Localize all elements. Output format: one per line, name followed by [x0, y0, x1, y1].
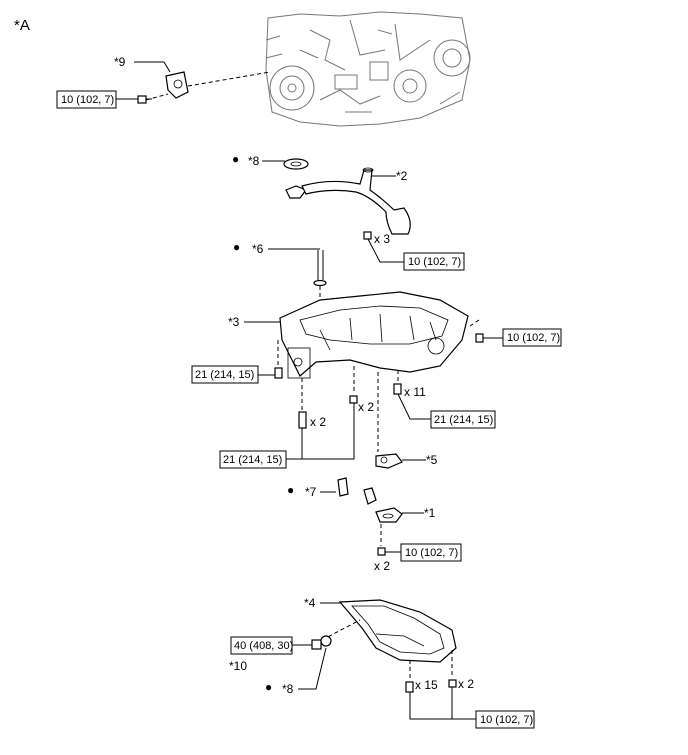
torque-box-4: 21 (214, 15) — [195, 369, 254, 381]
part-label-8b: *8 — [282, 682, 294, 696]
torque-box-1: 10 (102, 7) — [61, 94, 114, 106]
qty-x2-lower: x 2 — [374, 559, 390, 573]
nut-3e — [349, 395, 358, 404]
bolt-3b — [274, 367, 283, 379]
bolt-3c — [393, 383, 402, 395]
part-8-gasket-lower — [320, 635, 332, 647]
part-label-5: *5 — [426, 453, 438, 467]
bullet-8b: ● — [265, 680, 272, 694]
torque-box-5: 21 (214, 15) — [434, 414, 493, 426]
part-label-3: *3 — [228, 315, 240, 329]
torque-box-8: 40 (408, 30) — [234, 640, 293, 652]
qty-x3: x 3 — [374, 232, 390, 246]
bolt-3a — [475, 333, 504, 343]
qty-x15: x 15 — [415, 678, 438, 692]
bolt-9 — [137, 95, 152, 104]
bullet-8a: ● — [232, 152, 239, 166]
part-5-sensor — [375, 453, 403, 469]
part-9-bracket — [134, 61, 271, 101]
part-label-8a: *8 — [248, 154, 260, 168]
part-6-pipe — [313, 250, 327, 287]
torque-box-3: 10 (102, 7) — [507, 332, 560, 344]
engine-block-illustration — [265, 11, 471, 127]
nut-4b — [448, 679, 457, 688]
part-label-2: *2 — [396, 169, 408, 183]
torque-box-2: 10 (102, 7) — [408, 256, 461, 268]
part-10-drain-plug — [311, 639, 322, 650]
part-label-7: *7 — [305, 485, 317, 499]
part-label-10: *10 — [229, 659, 247, 673]
qty-x2-pan: x 2 — [458, 677, 474, 691]
bullet-6: ● — [233, 240, 240, 254]
torque-box-7: 10 (102, 7) — [405, 547, 458, 559]
torque-box-6: 21 (214, 15) — [223, 454, 282, 466]
qty-x2-nuts: x 2 — [358, 400, 374, 414]
part-label-9: *9 — [114, 55, 126, 69]
qty-x11: x 11 — [404, 385, 426, 399]
part-7-clip — [337, 477, 349, 497]
part-1-assembly — [363, 487, 403, 523]
part-4-oil-pan-2 — [338, 599, 457, 663]
part-label-6: *6 — [252, 242, 264, 256]
bullet-7: ● — [287, 483, 294, 497]
part-2-oil-strainer — [285, 167, 411, 235]
part-8-gasket — [283, 158, 309, 170]
nut-2 — [363, 231, 372, 240]
nut-1 — [377, 547, 386, 556]
bolt-4a — [405, 681, 414, 693]
part-label-1: *1 — [424, 506, 436, 520]
qty-x2-bolts: x 2 — [310, 415, 326, 429]
torque-box-9: 10 (102, 7) — [480, 714, 533, 726]
part-label-4: *4 — [304, 596, 316, 610]
part-3-oil-pan — [279, 291, 469, 379]
bolt-3d — [298, 411, 307, 429]
view-label: *A — [14, 17, 30, 34]
